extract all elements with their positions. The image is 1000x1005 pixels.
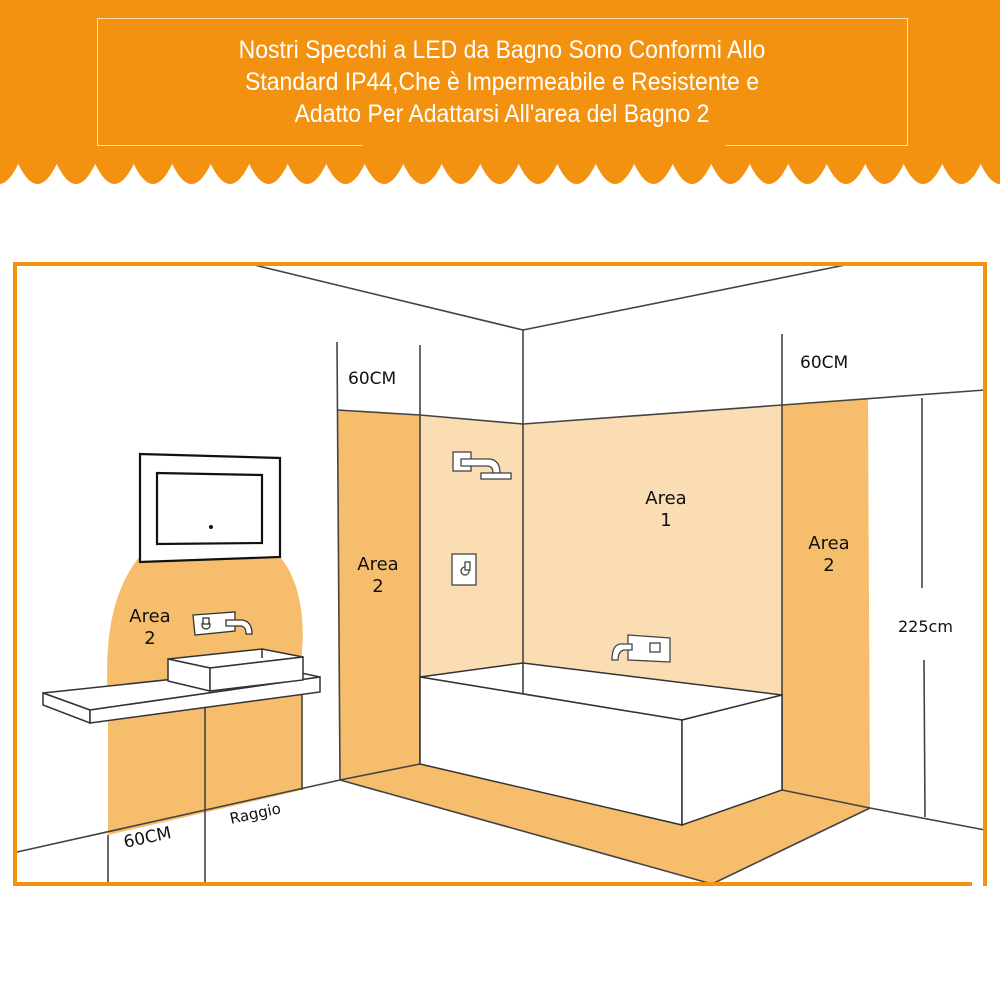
area-2-zone-right	[782, 398, 870, 808]
banner-title-line: Adatto Per Adattarsi All'area del Bagno …	[294, 100, 710, 128]
banner-frame	[726, 145, 908, 146]
header-banner: Nostri Specchi a LED da Bagno Sono Confo…	[0, 0, 1000, 190]
dimension-label-height: 225cm	[898, 617, 953, 636]
banner-frame	[97, 18, 98, 146]
banner-title-line: Nostri Specchi a LED da Bagno Sono Confo…	[238, 36, 766, 64]
bathtub	[419, 662, 783, 827]
diagram-frame	[13, 262, 987, 886]
banner-frame	[907, 18, 908, 146]
area-label-basin: Area 2	[129, 606, 171, 649]
led-mirror	[138, 452, 282, 564]
banner-title: Nostri Specchi a LED da Bagno Sono Confo…	[151, 34, 854, 130]
banner-frame	[97, 18, 907, 19]
wash-basin	[167, 648, 304, 692]
area-2-zone-floor	[340, 764, 870, 884]
area-label-right: Area 2	[808, 533, 850, 576]
banner-title-line: Standard IP44,Che è Impermeabile e Resis…	[245, 68, 759, 96]
wavy-banner-background	[0, 0, 1000, 184]
bath-faucet	[611, 634, 671, 663]
dimension-label-top-right: 60CM	[800, 353, 849, 373]
area-label-zone-1: Area 1	[645, 488, 687, 531]
shower-head	[452, 451, 512, 480]
area-label-shower-wall: Area 2	[357, 554, 399, 597]
area-1-zone	[420, 405, 782, 695]
shower-control	[451, 553, 477, 586]
banner-frame	[97, 145, 362, 146]
dimension-label-top-left: 60CM	[348, 369, 397, 389]
area-2-zone-left-wall	[337, 410, 420, 780]
basin-faucet	[192, 611, 253, 636]
